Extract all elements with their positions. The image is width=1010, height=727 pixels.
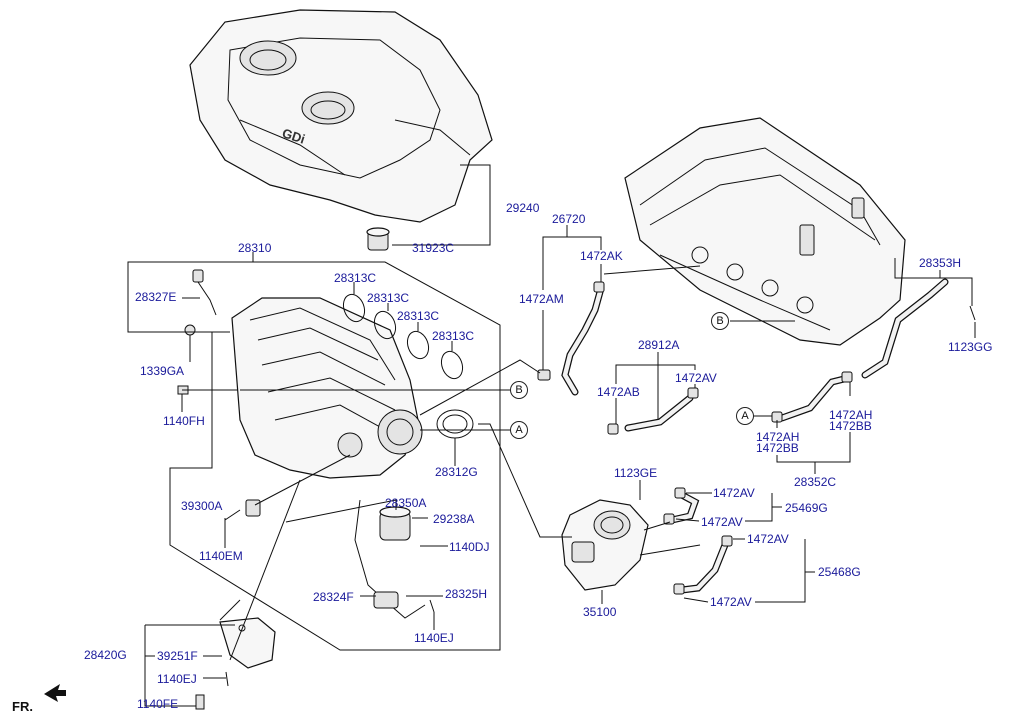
hose-25469G[interactable]	[668, 490, 700, 524]
cylinder-head	[624, 117, 906, 346]
part-label-1339GA[interactable]: 1339GA	[140, 364, 185, 378]
part-label-28353H[interactable]: 28353H	[919, 256, 962, 270]
front-direction-arrow	[44, 684, 66, 702]
ref-a-left[interactable]: A	[510, 421, 528, 439]
part-label-1472AV-3[interactable]: 1472AV	[701, 515, 743, 529]
part-label-1140FE[interactable]: 1140FE	[137, 697, 179, 711]
bolts	[182, 305, 976, 687]
part-label-1472AB[interactable]: 1472AB	[597, 385, 640, 399]
part-label-28310[interactable]: 28310	[238, 241, 272, 255]
part-label-28352C[interactable]: 28352C	[794, 475, 837, 489]
intake-manifold[interactable]	[231, 297, 423, 479]
part-label-39251F[interactable]: 39251F	[157, 649, 198, 663]
port-gaskets[interactable]	[340, 291, 466, 381]
part-label-28325H[interactable]: 28325H	[445, 587, 488, 601]
part-label-28313C-1[interactable]: 28313C	[334, 271, 377, 285]
part-label-28313C-2[interactable]: 28313C	[367, 291, 410, 305]
pipe-28353H[interactable]	[861, 278, 949, 379]
part-label-25468G[interactable]: 25468G	[818, 565, 861, 579]
oil-cap[interactable]	[366, 227, 390, 251]
part-label-29238A[interactable]: 29238A	[433, 512, 475, 526]
part-label-26720[interactable]: 26720	[552, 212, 586, 226]
part-label-1472AK[interactable]: 1472AK	[580, 249, 623, 263]
part-label-1472AV-5[interactable]: 1472AV	[710, 595, 752, 609]
part-label-29240[interactable]: 29240	[506, 201, 540, 215]
part-label-1140EM[interactable]: 1140EM	[199, 549, 243, 563]
part-label-28327E[interactable]: 28327E	[135, 290, 177, 304]
front-direction-label: FR.	[12, 699, 33, 714]
part-label-28420G[interactable]: 28420G	[84, 648, 127, 662]
part-label-28313C-4[interactable]: 28313C	[432, 329, 475, 343]
bracket[interactable]	[195, 599, 276, 710]
part-label-1472AH-2[interactable]: 1472AH	[829, 408, 873, 422]
ref-b-left[interactable]: B	[510, 381, 528, 399]
throttle-gasket[interactable]	[436, 409, 474, 439]
part-label-1472AV-1[interactable]: 1472AV	[675, 371, 717, 385]
part-label-25469G[interactable]: 25469G	[785, 501, 828, 515]
part-label-1123GG[interactable]: 1123GG	[948, 340, 993, 354]
part-label-28912A[interactable]: 28912A	[638, 338, 680, 352]
ref-a-right[interactable]: A	[736, 407, 754, 425]
solenoid-valve[interactable]	[354, 499, 426, 619]
part-label-1123GE[interactable]: 1123GE	[614, 466, 658, 480]
part-label-1140EJ-1[interactable]: 1140EJ	[414, 631, 454, 645]
ref-b-right[interactable]: B	[711, 312, 729, 330]
hose-28352C[interactable]	[778, 374, 852, 422]
part-label-1472BB-2[interactable]: 1472BB	[829, 419, 872, 433]
leader-lines	[127, 164, 976, 707]
engine-cover[interactable]: GDi	[189, 9, 493, 223]
part-label-35100[interactable]: 35100	[583, 605, 617, 619]
part-label-39300A[interactable]: 39300A	[181, 499, 223, 513]
part-label-1472BB-1[interactable]: 1472BB	[756, 441, 799, 455]
part-label-28313C-3[interactable]: 28313C	[397, 309, 440, 323]
part-label-1472AH-1[interactable]: 1472AH	[756, 430, 800, 444]
part-label-1472AM[interactable]: 1472AM	[519, 292, 564, 306]
hose-clamps	[537, 281, 853, 595]
part-label-31923C[interactable]: 31923C	[412, 241, 455, 255]
part-label-28350A[interactable]: 28350A	[385, 496, 427, 510]
part-label-1140FH[interactable]: 1140FH	[163, 414, 205, 428]
hose-26720[interactable]	[561, 288, 604, 396]
part-label-1472AV-2[interactable]: 1472AV	[713, 486, 755, 500]
hose-25468G[interactable]	[678, 541, 729, 594]
cover-mark-text: GDi	[280, 125, 307, 146]
part-label-1140EJ-2[interactable]: 1140EJ	[157, 672, 197, 686]
part-label-28312G[interactable]: 28312G	[435, 465, 478, 479]
part-label-1472AV-4[interactable]: 1472AV	[747, 532, 789, 546]
part-label-28324F[interactable]: 28324F	[313, 590, 354, 604]
throttle-body[interactable]	[561, 499, 649, 591]
part-label-1140DJ[interactable]: 1140DJ	[449, 540, 490, 554]
hose-28912A[interactable]	[624, 394, 694, 432]
